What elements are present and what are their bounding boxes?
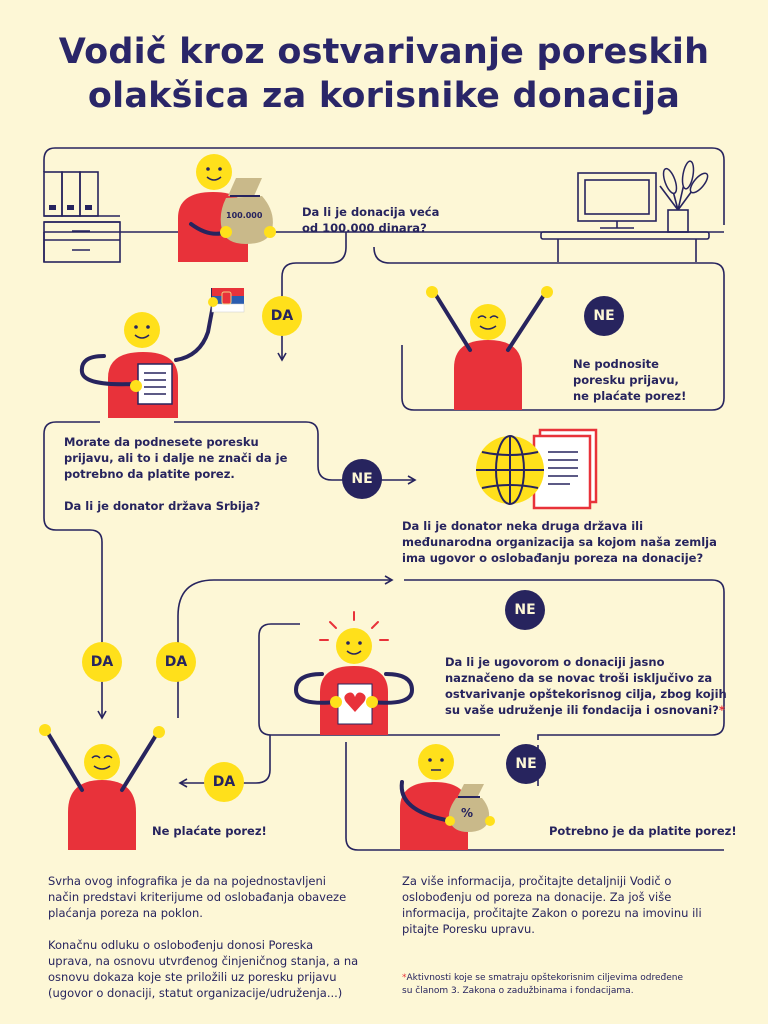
da-badge-3: DA (156, 642, 196, 682)
person-flag-document (79, 288, 245, 418)
da-arrow-1 (277, 232, 347, 362)
da-badge-1: DA (262, 296, 302, 336)
ne-badge-1: NE (584, 296, 624, 336)
person-arms-up-2 (39, 724, 165, 850)
da-arrow-3 (177, 575, 394, 718)
da-badge-4: DA (204, 762, 244, 802)
plant-leaves (662, 160, 709, 195)
person-heart-document (293, 611, 415, 735)
q4-frame-top (258, 623, 300, 637)
person-arms-up-1 (426, 286, 553, 410)
da-badge-2: DA (82, 642, 122, 682)
ne-arrow-2 (174, 421, 417, 485)
person-money-bag (178, 154, 276, 262)
result-pay-tax: Potrebno je da platite porez! (549, 824, 737, 838)
desk-line (43, 231, 724, 262)
money-bag-amount: 100.000 (226, 211, 263, 220)
percent-symbol: % (461, 806, 474, 820)
ne-branch-frame (373, 246, 725, 411)
globe-contract (476, 428, 598, 510)
result-frame (345, 742, 724, 851)
filing-cabinet (43, 171, 121, 263)
q4-frame-left (258, 636, 500, 736)
q4-frame-right (404, 579, 725, 740)
da-arrow-2 (43, 421, 102, 718)
top-frame-line (55, 147, 725, 225)
ne-badge-3: NE (505, 590, 545, 630)
person-tax-bag (399, 744, 495, 850)
ne-badge-4: NE (506, 744, 546, 784)
top-frame-left-line (43, 147, 56, 172)
da-arrow-4 (178, 735, 271, 788)
ne-badge-2: NE (342, 459, 382, 499)
footer-left-paragraph-1: Svrha ovog infografika je da na pojednos… (48, 874, 347, 920)
plant-pot (667, 209, 689, 233)
result-no-tax: Ne plaćate porez! (152, 824, 267, 838)
flow-lines (43, 147, 725, 851)
sparkle-lines (319, 611, 389, 641)
footer-right-paragraph: Za više informacija, pročitajte detaljni… (402, 874, 702, 936)
footnote: *Aktivnosti koje se smatraju opštekorisn… (402, 973, 683, 996)
drawer-cabinet (43, 221, 121, 263)
footer-left-paragraph-2: Konačnu odluku o oslobođenju donosi Pore… (48, 938, 359, 1000)
